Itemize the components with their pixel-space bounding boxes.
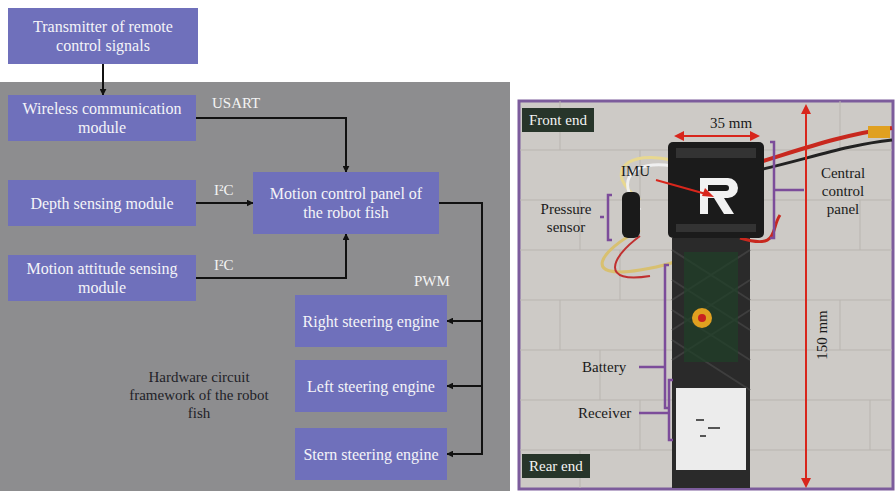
part-label: 150 mm [813,305,831,365]
box-text-group: Depth sensing module [30,194,173,213]
signal-connector [196,118,346,172]
box-text-group: Stern steering engine [303,445,438,464]
process-box: Motion attitude sensing module [8,255,196,301]
part-label: Central control panel [810,164,876,218]
part-label: 35 mm [710,114,752,132]
dimension-arrows [656,104,811,488]
part-label: Hardware circuit framework of the robot … [124,368,274,422]
box-label: Wireless communication module [14,99,190,137]
box-label: Right steering engine [303,312,440,331]
box-label: Depth sensing module [30,194,173,213]
signal-connector [196,202,253,204]
brackets [600,142,804,440]
process-box: Wireless communication module [8,95,196,141]
signal-connector [196,234,346,278]
process-box: Depth sensing module [8,180,196,226]
part-label: I²C [214,256,234,274]
gray-panel [0,82,510,491]
end-tag: Rear end [522,454,590,478]
part-label: I²C [214,181,234,199]
box-label: Motion attitude sensing module [14,259,190,297]
process-box: Right steering engine [295,295,447,347]
part-label: Receiver [578,404,631,422]
box-text-group: Right steering engine [303,312,440,331]
process-box: Motion control panel of the robot fish [253,172,439,234]
box-label: Left steering engine [307,377,435,396]
part-label: Battery [582,358,626,376]
box-label: Transmitter of remote control signals [14,17,192,55]
end-tag: Front end [522,108,594,132]
box-text-group: Motion control panel of the robot fish [259,184,433,222]
part-label: USART [212,94,260,112]
photo [519,101,893,489]
part-label: PWM [414,272,450,290]
part-label: IMU [621,162,650,180]
box-text-group: Transmitter of remote control signals [14,17,192,55]
box-label: Stern steering engine [303,445,438,464]
part-label: Pressure sensor [532,200,600,236]
signal-connector [102,64,104,95]
process-box: Left steering engine [295,360,447,412]
process-box: Stern steering engine [295,428,447,480]
box-label: Motion control panel of the robot fish [259,184,433,222]
box-text-group: Left steering engine [307,377,435,396]
box-text-group: Wireless communication module [14,99,190,137]
process-box: Transmitter of remote control signals [8,8,198,64]
box-text-group: Motion attitude sensing module [14,259,190,297]
